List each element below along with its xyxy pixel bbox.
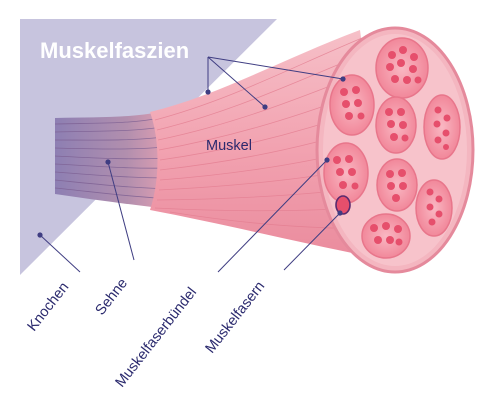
fascicle [415,179,453,237]
fascicle [323,142,369,204]
leader-dots [37,76,346,238]
leader-lines [39,56,344,273]
fascia-label: Muskelfaszien [40,38,189,63]
muscle-fibers [333,46,451,246]
fascicle [329,74,375,136]
tendon [55,112,175,210]
fibers-label: Muskelfasern [203,279,269,357]
tendon-label: Sehne [93,276,131,319]
highlighted-fiber [335,195,351,215]
fascicle [376,158,418,212]
fascicle [423,94,461,160]
fascicle [361,213,411,259]
fascicle [375,96,417,154]
bundle-label: Muskelfaserbündel [113,285,201,391]
muscle-label: Muskel [206,138,252,154]
bone-label: Knochen [25,279,73,334]
